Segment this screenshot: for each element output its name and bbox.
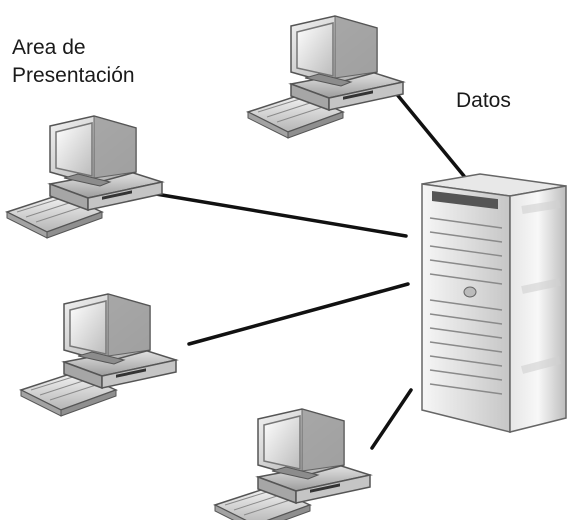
data-server <box>421 173 567 433</box>
connection-bottom-to-server <box>370 388 413 450</box>
data-label: Datos <box>456 89 511 112</box>
presentation-area-label-line1: Area de <box>12 36 86 59</box>
presentation-area-label: Area de Presentación <box>12 34 135 90</box>
client-computer-lower-left <box>20 293 177 417</box>
presentation-area-label-line2: Presentación <box>12 64 135 87</box>
connection-top-to-server <box>393 90 466 178</box>
connection-upper-left-to-server <box>148 191 408 238</box>
client-computer-bottom <box>214 408 371 520</box>
client-computer-top <box>247 15 404 139</box>
connection-lines <box>148 90 466 450</box>
connection-lower-left-to-server <box>187 282 410 346</box>
client-computer-upper-left <box>6 115 163 239</box>
